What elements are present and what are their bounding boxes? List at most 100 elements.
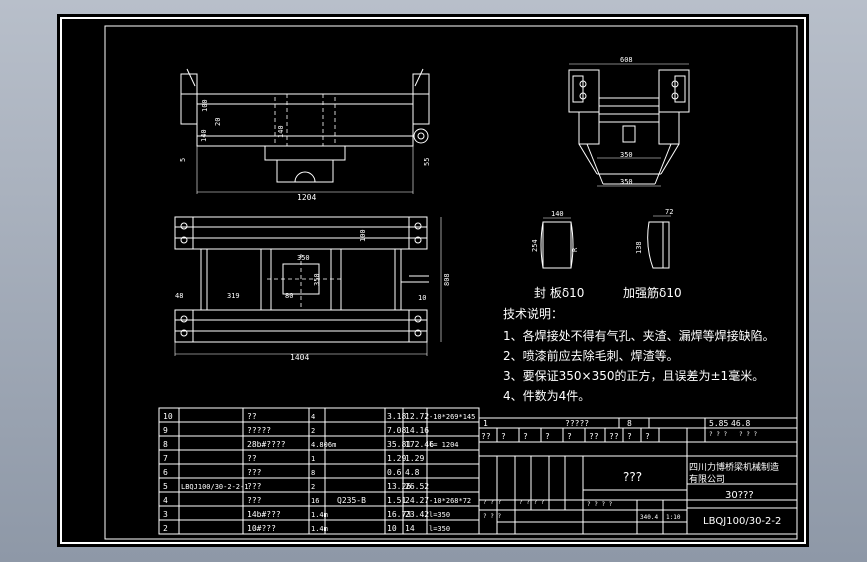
tb-mark: ?	[501, 432, 506, 441]
plan-view: 1404 48 319 80 350 100 350 10 808	[174, 216, 451, 362]
inner-frame	[104, 25, 798, 540]
tb-company-2: 有限公司	[689, 473, 725, 485]
bom-cell-code: LBQJ100/30-2-2-1	[181, 483, 248, 491]
dim-elev-h3: 140	[200, 129, 208, 142]
bom-cell-w2: 26.52	[405, 482, 429, 491]
tb-mark: ??	[481, 432, 491, 441]
note-3: 3、要保证350×350的正方，且误差为±1毫米。	[503, 368, 764, 383]
bom-cell-w1: 35.81	[387, 440, 411, 449]
tb-r1-d: 5.85	[709, 419, 728, 428]
bom-cell-note: -10*269*145	[429, 413, 475, 421]
bom-cell-w2: 12.72	[405, 412, 429, 421]
tb-r1-e: 46.8	[731, 419, 750, 428]
bom-cell-w2: 14	[405, 524, 415, 533]
bom-cell-name: 14b#???	[247, 510, 281, 519]
tb-r1-a: 1	[483, 419, 488, 428]
bom-cell-qty: 1	[311, 455, 315, 463]
tb-mass: 340.4	[640, 514, 658, 521]
tb-mark: ??	[609, 432, 619, 441]
dim-elev-h4: 140	[277, 125, 285, 138]
bom-cell-note: l=350	[429, 511, 450, 519]
tb-mark: ?	[645, 432, 650, 441]
technical-notes: 技术说明： 1、各焊接处不得有气孔、夹渣、漏焊等焊接缺陷。 2、喷漆前应去除毛刺…	[503, 306, 775, 403]
dim-plan-d3: 80	[285, 292, 293, 300]
dim-elev-width: 1204	[297, 193, 316, 202]
bom-cell-no: 4	[163, 496, 168, 505]
notes-title: 技术说明：	[503, 306, 563, 321]
tb-center-label: ???	[623, 470, 642, 484]
title-block: 1 ????? 8 5.85 46.8 ???????????? ??? 四川力…	[478, 417, 798, 535]
dim-plan-height: 808	[443, 273, 451, 286]
bom-cell-mat: Q235-B	[337, 496, 366, 505]
bom-cell-name: ???	[247, 468, 262, 477]
tb-mark: ?	[523, 432, 528, 441]
bom-cell-no: 8	[163, 440, 168, 449]
bom-cell-w1: 10	[387, 524, 397, 533]
tb-small-3: ? ? ?	[483, 499, 501, 506]
bom-cell-no: 9	[163, 426, 168, 435]
bom-cell-qty: 4.806m	[311, 441, 336, 449]
tb-small-2: ? ? ?	[739, 431, 757, 438]
dim-rib-h: 138	[635, 241, 643, 254]
bom-cell-note: l= 1204	[429, 441, 459, 449]
note-1: 1、各焊接处不得有气孔、夹渣、漏焊等焊接缺陷。	[503, 328, 775, 343]
dim-plan-d6: 350	[313, 273, 321, 286]
bom-cell-w2: 172.46	[405, 440, 434, 449]
dim-elev-h1: 100	[201, 99, 209, 112]
bom-cell-qty: 2	[311, 427, 315, 435]
bom-cell-no: 5	[163, 482, 168, 491]
note-4: 4、件数为4件。	[503, 388, 590, 403]
bom-cell-name: ???	[247, 496, 262, 505]
tb-scale: 1:10	[666, 514, 681, 521]
tb-mark: ?	[627, 432, 632, 441]
tb-small-5: ? ? ? ?	[519, 499, 545, 506]
bom-cell-w2: 4.8	[405, 468, 420, 477]
dim-plan-d1: 48	[175, 292, 183, 300]
dim-plan-d5: 100	[359, 229, 367, 242]
dim-side-bottom: 350	[620, 178, 633, 186]
tb-mark: ?	[567, 432, 572, 441]
dim-plan-width: 1404	[290, 353, 309, 362]
bom-cell-w2: 24.27	[405, 496, 429, 505]
bom-cell-w2: 1.29	[405, 454, 424, 463]
bom-cell-qty: 1.4m	[311, 511, 328, 519]
detail-plate: 140 254 R 封 板δ10	[531, 210, 584, 300]
bom-cell-note: l=350	[429, 525, 450, 533]
bom-cell-name: 28b#????	[247, 440, 286, 449]
bom-cell-qty: 4	[311, 413, 315, 421]
dim-plate-w: 140	[551, 210, 564, 218]
tb-mark: ??	[589, 432, 599, 441]
outer-frame	[60, 17, 806, 544]
tb-product: 30???	[725, 490, 754, 501]
side-view: 608 350 350	[568, 56, 690, 187]
dim-elev-h2: 20	[214, 118, 222, 126]
bom-cell-no: 3	[163, 510, 168, 519]
dim-plan-d4: 350	[297, 254, 310, 262]
bom-cell-qty: 8	[311, 469, 315, 477]
bom-cell-w1: 3.18	[387, 412, 406, 421]
tb-small-0: ? ? ? ?	[587, 501, 613, 508]
dim-elev-right: 55	[423, 158, 431, 166]
bom-cell-name: ???	[247, 482, 262, 491]
rib-label: 加强筋δ10	[623, 285, 682, 300]
bom-cell-w1: 16.73	[387, 510, 411, 519]
bom-cell-qty: 2	[311, 483, 315, 491]
tb-drawing-no: LBQJ100/30-2-2	[703, 516, 781, 527]
tb-r1-b: ?????	[565, 419, 589, 428]
dim-rib-w: 72	[665, 208, 673, 216]
bom-cell-qty: 16	[311, 497, 319, 505]
bom-cell-w1: 13.26	[387, 482, 411, 491]
elevation-view: 1204 100 20 140 140 5 55	[179, 68, 431, 202]
plate-label: 封 板δ10	[534, 286, 584, 300]
tb-small-4: ? ? ?	[483, 513, 501, 520]
dim-plan-d2: 319	[227, 292, 240, 300]
tb-r1-c: 8	[627, 419, 632, 428]
bom-cell-no: 10	[163, 412, 173, 421]
bom-cell-w2: 23.42	[405, 510, 429, 519]
bom-cell-name: ??	[247, 454, 257, 463]
bom-cell-note: -10*268*72	[429, 497, 471, 505]
bom-cell-w1: 1.29	[387, 454, 406, 463]
bom-cell-name: ?????	[247, 426, 271, 435]
bom-cell-w1: 0.6	[387, 468, 402, 477]
